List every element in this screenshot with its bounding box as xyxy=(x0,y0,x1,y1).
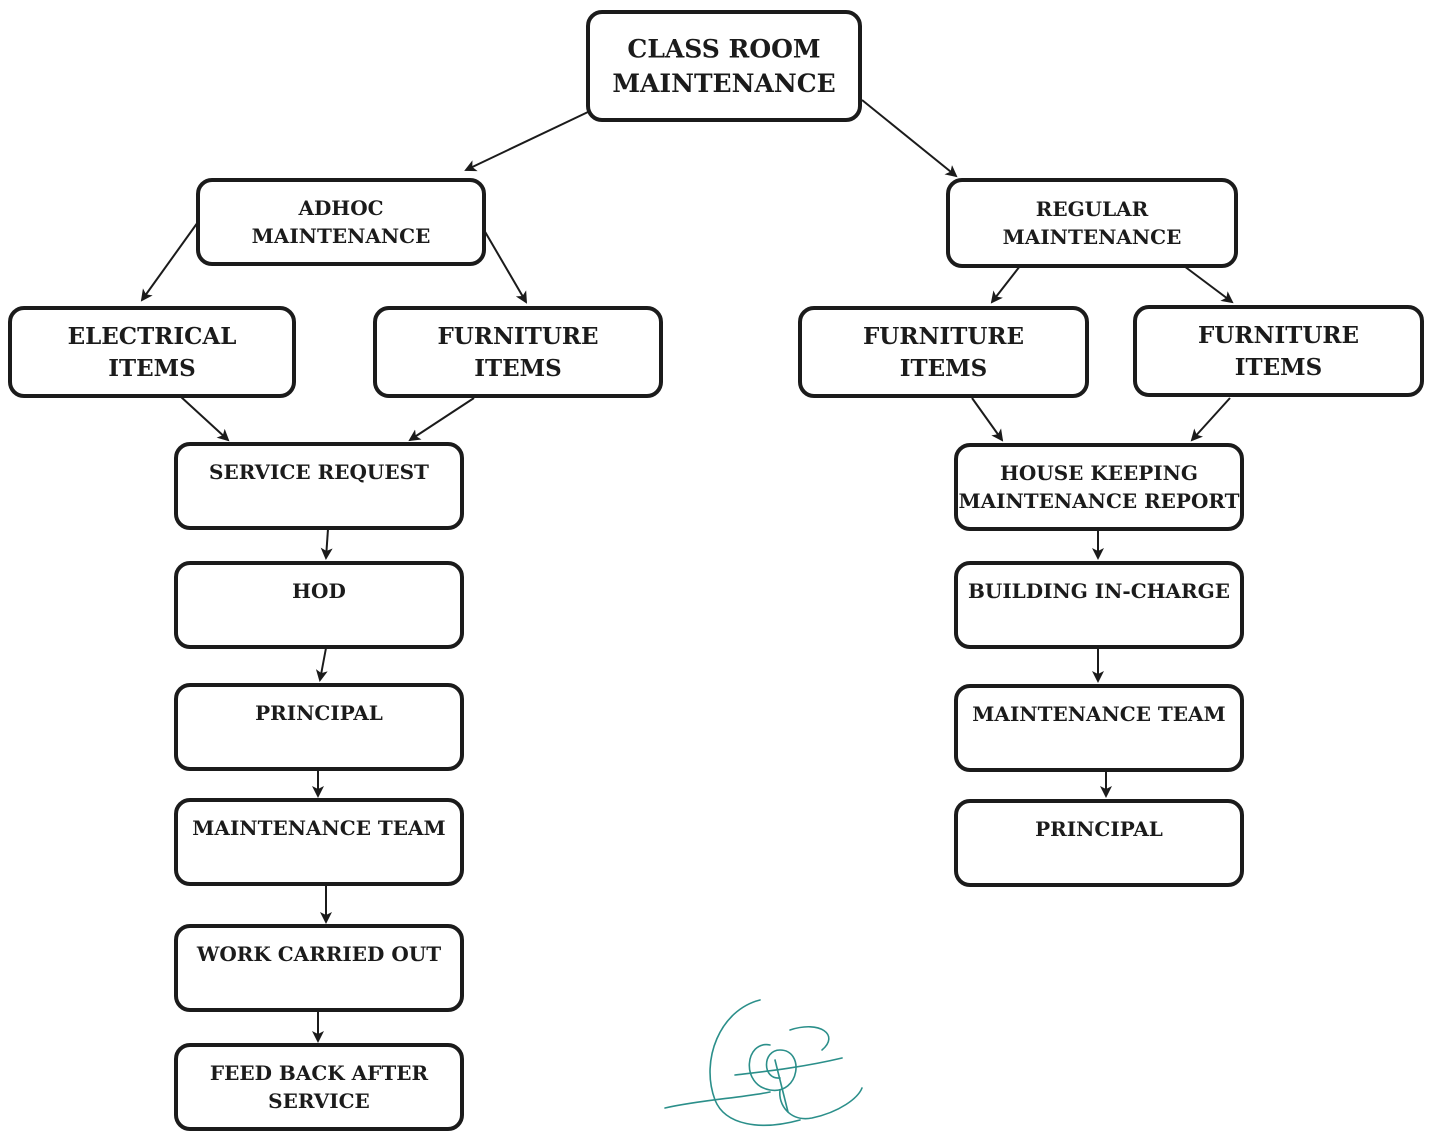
node-box xyxy=(174,683,464,771)
node-service-request: SERVICE REQUEST xyxy=(174,442,464,530)
arrow-root-to-adhoc xyxy=(464,111,589,172)
node-principal-right: PRINCIPAL xyxy=(954,799,1244,887)
arrow-regular-to-regular-furniture-2 xyxy=(1183,265,1234,304)
node-box xyxy=(954,443,1244,531)
node-box xyxy=(174,924,464,1012)
node-box xyxy=(798,306,1089,398)
node-label: MAINTENANCE xyxy=(612,69,835,98)
arrow-root-to-regular xyxy=(861,99,958,178)
node-box xyxy=(196,178,486,266)
node-housekeeping-report: HOUSE KEEPING MAINTENANCE REPORT xyxy=(954,443,1244,531)
arrow-regular-furniture-2-to-housekeeping-report xyxy=(1190,397,1231,442)
node-box xyxy=(586,10,862,122)
node-label: FEED BACK AFTER xyxy=(210,1061,429,1085)
node-building-incharge: BUILDING IN-CHARGE xyxy=(954,561,1244,649)
node-label: MAINTENANCE TEAM xyxy=(972,702,1225,726)
node-label: REGULAR xyxy=(1036,197,1149,221)
node-adhoc: ADHOC MAINTENANCE xyxy=(196,178,486,266)
node-label: CLASS ROOM xyxy=(627,35,820,64)
arrow-hod-to-principal-left xyxy=(315,647,328,682)
node-maintenance-team-right: MAINTENANCE TEAM xyxy=(954,684,1244,772)
arrow-service-request-to-hod xyxy=(320,528,333,560)
node-label: MAINTENANCE REPORT xyxy=(958,489,1239,513)
node-label: ITEMS xyxy=(1235,354,1322,381)
node-label: BUILDING IN-CHARGE xyxy=(968,579,1230,603)
node-label: HOUSE KEEPING xyxy=(1000,461,1198,485)
node-box xyxy=(954,799,1244,887)
node-box xyxy=(174,561,464,649)
arrow-adhoc-to-adhoc-furniture xyxy=(483,229,528,304)
node-box xyxy=(8,306,296,398)
node-root: CLASS ROOM MAINTENANCE xyxy=(586,10,862,122)
node-label: ADHOC xyxy=(297,196,383,220)
arrow-adhoc-electrical-to-service-request xyxy=(179,395,230,442)
node-label: MAINTENANCE xyxy=(252,224,431,248)
arrow-adhoc-to-adhoc-electrical xyxy=(140,221,199,302)
node-box xyxy=(373,306,663,398)
node-label: SERVICE REQUEST xyxy=(209,460,429,484)
connector-layer xyxy=(140,99,1234,1043)
node-maintenance-team-left: MAINTENANCE TEAM xyxy=(174,798,464,886)
node-feedback: FEED BACK AFTER SERVICE xyxy=(174,1043,464,1131)
node-label: PRINCIPAL xyxy=(255,701,383,725)
node-label: ITEMS xyxy=(108,355,195,382)
node-box xyxy=(174,442,464,530)
node-label: PRINCIPAL xyxy=(1035,817,1163,841)
node-regular-furniture-1: FURNITURE ITEMS xyxy=(798,306,1089,398)
node-layer: CLASS ROOMMAINTENANCEADHOCMAINTENANCEREG… xyxy=(8,10,1424,1131)
node-adhoc-furniture: FURNITURE ITEMS xyxy=(373,306,663,398)
node-box xyxy=(174,798,464,886)
node-box xyxy=(1133,305,1424,397)
node-label: HOD xyxy=(292,579,346,603)
arrow-regular-to-regular-furniture-1 xyxy=(990,265,1021,304)
arrow-adhoc-furniture-to-service-request xyxy=(408,397,475,442)
node-label: MAINTENANCE xyxy=(1003,225,1182,249)
node-label: ITEMS xyxy=(900,355,987,382)
node-label: FURNITURE xyxy=(863,323,1024,350)
node-regular-furniture-2: FURNITURE ITEMS xyxy=(1133,305,1424,397)
node-box xyxy=(954,561,1244,649)
node-adhoc-electrical: ELECTRICAL ITEMS xyxy=(8,306,296,398)
node-regular: REGULAR MAINTENANCE xyxy=(946,178,1238,268)
node-hod: HOD xyxy=(174,561,464,649)
node-work-carried-out: WORK CARRIED OUT xyxy=(174,924,464,1012)
node-label: ELECTRICAL xyxy=(68,323,237,350)
node-label: MAINTENANCE TEAM xyxy=(192,816,445,840)
node-box xyxy=(954,684,1244,772)
node-label: WORK CARRIED OUT xyxy=(196,942,441,966)
node-label: FURNITURE xyxy=(437,323,598,350)
node-box xyxy=(174,1043,464,1131)
signature-mark xyxy=(664,999,863,1126)
arrow-regular-furniture-1-to-housekeeping-report xyxy=(971,397,1004,442)
node-label: SERVICE xyxy=(268,1089,370,1113)
node-label: FURNITURE xyxy=(1198,322,1359,349)
node-label: ITEMS xyxy=(474,355,561,382)
node-box xyxy=(946,178,1238,268)
node-principal-left: PRINCIPAL xyxy=(174,683,464,771)
